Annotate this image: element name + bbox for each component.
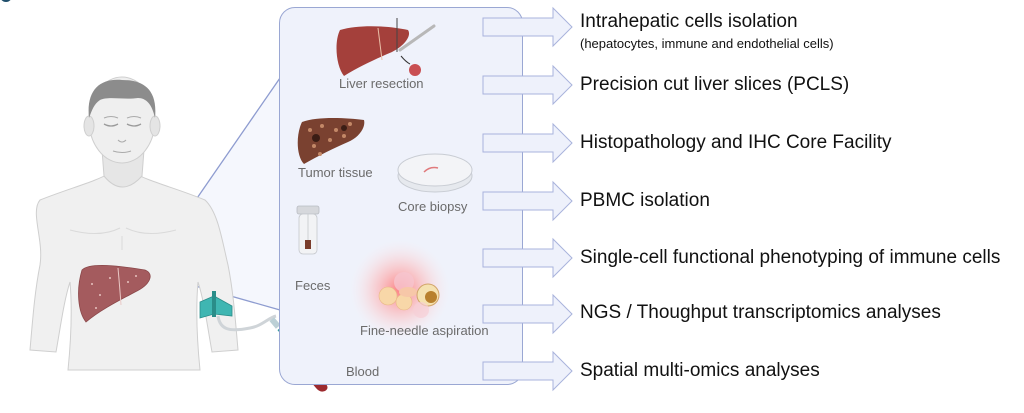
output-label-single-cell: Single-cell functional phenotyping of im… <box>580 247 1001 268</box>
patient-liver-icon <box>78 264 151 323</box>
output-arrow <box>482 180 573 222</box>
output-arrow <box>482 293 573 335</box>
output-label-spatial: Spatial multi-omics analyses <box>580 360 820 381</box>
sample-label-blood: Blood <box>346 364 380 379</box>
output-label-histopathology: Histopathology and IHC Core Facility <box>580 132 892 153</box>
output-arrow <box>482 122 573 164</box>
output-label-pbmc: PBMC isolation <box>580 190 710 211</box>
sample-label-feces: Feces <box>295 278 331 293</box>
cell-cluster-icon <box>350 240 450 340</box>
output-sublabel-intrahepatic-cells: (hepatocytes, immune and endothelial cel… <box>580 36 834 51</box>
corner-mark <box>0 0 12 2</box>
sample-label-liver-resection: Liver resection <box>339 76 424 91</box>
output-arrow <box>482 237 573 279</box>
petri-dish-icon <box>397 153 473 193</box>
output-label-pcls: Precision cut liver slices (PCLS) <box>580 74 850 95</box>
output-arrow <box>482 64 573 106</box>
stool-container-icon <box>296 205 320 255</box>
sample-label-tumor-tissue: Tumor tissue <box>298 165 373 180</box>
tumor-liver-icon <box>297 118 365 164</box>
sample-label-core-biopsy: Core biopsy <box>398 199 468 214</box>
liver-resection-icon <box>336 18 436 76</box>
butterfly-needle-icon <box>199 291 277 332</box>
output-arrow <box>482 6 573 48</box>
output-arrow <box>482 350 573 392</box>
sample-label-fine-needle-aspiration: Fine-needle aspiration <box>360 323 489 338</box>
output-label-intrahepatic-cells: Intrahepatic cells isolation <box>580 11 798 32</box>
output-label-ngs: NGS / Thoughput transcriptomics analyses <box>580 302 941 323</box>
